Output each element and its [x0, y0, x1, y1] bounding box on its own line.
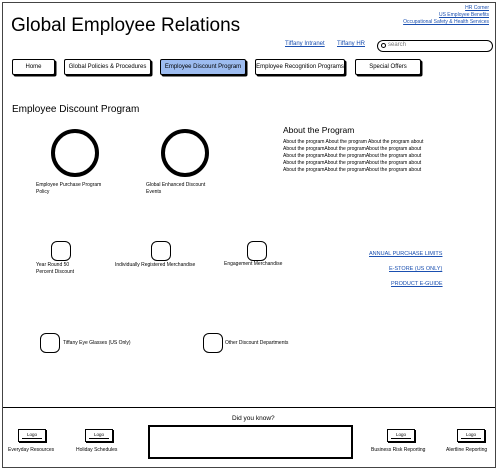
- section-heading: Employee Discount Program: [12, 104, 140, 115]
- about-text-line: About the programAbout the programAbout …: [283, 167, 422, 173]
- about-text-line: About the programAbout the programAbout …: [283, 160, 422, 166]
- global-enhanced-discount-circle[interactable]: [161, 129, 209, 177]
- did-you-know-title: Did you know?: [232, 415, 275, 422]
- other-discount-label: Other Discount Departments: [225, 340, 289, 346]
- holiday-schedules-logo[interactable]: Logo: [85, 429, 113, 442]
- eye-glasses-label: Tiffany Eye Glasses (US Only): [63, 340, 131, 346]
- about-title: About the Program: [283, 125, 355, 135]
- engagement-merchandise-label: Engagement Merchandise: [224, 261, 283, 267]
- e-store-link[interactable]: E-STORE (US ONLY): [389, 266, 443, 272]
- occupational-safety-link[interactable]: Occupational Safety & Health Services: [403, 19, 489, 25]
- engagement-merchandise-box[interactable]: [247, 241, 267, 261]
- tiffany-hr-link[interactable]: Tiffany HR: [337, 41, 366, 47]
- hr-corner-link[interactable]: HR Corner: [465, 5, 489, 11]
- nav-home[interactable]: Home: [12, 59, 55, 75]
- registered-merchandise-label: Individually Registered Merchandise: [115, 262, 196, 268]
- nav-global-policies[interactable]: Global Policies & Procedures: [64, 59, 151, 75]
- nav-special-offers[interactable]: Special Offers: [355, 59, 421, 75]
- nav-employee-recognition[interactable]: Employee Recognition Programs: [255, 59, 345, 75]
- business-risk-reporting-label[interactable]: Business Risk Reporting: [371, 447, 426, 453]
- eye-glasses-box[interactable]: [40, 333, 60, 353]
- employee-purchase-program-circle[interactable]: [51, 129, 99, 177]
- search-icon: [381, 43, 386, 48]
- year-round-discount-box[interactable]: [51, 241, 71, 261]
- alertline-reporting-logo[interactable]: Logo: [457, 429, 485, 442]
- holiday-schedules-label[interactable]: Holiday Schedules: [76, 447, 118, 453]
- about-text-line: About the programAbout the programAbout …: [283, 153, 422, 159]
- page-frame: Global Employee Relations HR Corner US E…: [2, 2, 496, 468]
- annual-purchase-limits-link[interactable]: ANNUAL PURCHASE LIMITS: [369, 251, 443, 257]
- product-e-guide-link[interactable]: PRODUCT E-GUIDE: [391, 281, 443, 287]
- nav-employee-discount[interactable]: Employee Discount Program: [160, 59, 246, 75]
- about-text-line: About the programAbout the programAbout …: [283, 146, 422, 152]
- everyday-resources-logo[interactable]: Logo: [18, 429, 46, 442]
- did-you-know-box: [148, 425, 353, 459]
- page-title: Global Employee Relations: [11, 15, 241, 36]
- registered-merchandise-box[interactable]: [151, 241, 171, 261]
- everyday-resources-label[interactable]: Everyday Resources: [8, 447, 55, 453]
- business-risk-reporting-logo[interactable]: Logo: [387, 429, 415, 442]
- search-input[interactable]: search: [377, 40, 493, 52]
- tiffany-intranet-link[interactable]: Tiffany Intranet: [285, 41, 325, 47]
- other-discount-box[interactable]: [203, 333, 223, 353]
- footer-divider: [3, 407, 495, 408]
- search-placeholder: search: [388, 42, 407, 48]
- about-text-line: About the program About the program Abou…: [283, 139, 424, 145]
- us-employee-benefits-link[interactable]: US Employee Benefits: [438, 12, 489, 18]
- alertline-reporting-label[interactable]: Alertline Reporting: [446, 447, 488, 453]
